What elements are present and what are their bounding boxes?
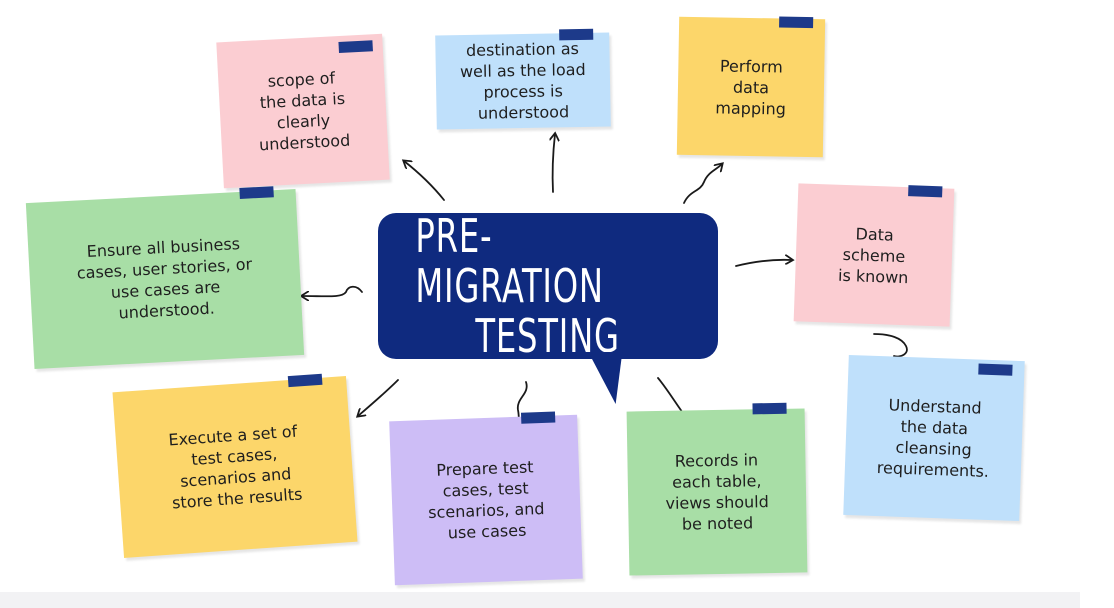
tape <box>520 411 556 424</box>
arrow-to-scope <box>404 161 445 201</box>
arrow-to-execute <box>358 379 399 416</box>
note-records-text: Records in each table, views should be n… <box>665 450 769 534</box>
arrow-to-scheme <box>735 260 792 267</box>
note-mapping: Perform data mapping <box>676 16 826 158</box>
note-destination: destination as well as the load process … <box>435 28 611 130</box>
note-scheme: Data scheme is known <box>793 183 955 327</box>
note-mapping-text: Perform data mapping <box>715 55 787 119</box>
note-scope-text: scope of the data is clearly understood <box>258 68 351 155</box>
tape <box>287 373 323 388</box>
note-records: Records in each table, views should be n… <box>626 402 808 576</box>
note-business: Ensure all business cases, user stories,… <box>25 186 305 369</box>
note-prepare-text: Prepare test cases, test scenarios, and … <box>427 457 545 543</box>
arrow-to-mapping <box>683 164 722 204</box>
note-cleansing: Understand the data cleansing requiremen… <box>843 354 1025 522</box>
note-execute: Execute a set of test cases, scenarios a… <box>112 373 358 558</box>
central-topic-line-1: PRE-MIGRATION <box>415 209 604 313</box>
note-scheme-text: Data scheme is known <box>837 223 909 287</box>
tape <box>752 402 787 415</box>
note-execute-text: Execute a set of test cases, scenarios a… <box>167 421 303 513</box>
arrow-to-business <box>302 285 363 297</box>
tape <box>239 186 274 199</box>
tape <box>908 185 943 198</box>
tape <box>559 28 594 41</box>
central-topic-bubble-tail <box>588 352 630 404</box>
note-business-text: Ensure all business cases, user stories,… <box>76 234 253 323</box>
arrow-to-destination <box>553 134 555 193</box>
central-topic-bubble: PRE-MIGRATION TESTING <box>378 209 718 363</box>
central-topic-line-2: TESTING <box>475 309 621 363</box>
note-cleansing-text: Understand the data cleansing requiremen… <box>876 395 990 481</box>
tape <box>779 16 814 29</box>
note-prepare: Prepare test cases, test scenarios, and … <box>389 411 583 586</box>
bottom-strip <box>0 592 1080 608</box>
note-destination-text: destination as well as the load process … <box>459 39 586 123</box>
tape <box>338 40 373 54</box>
tape <box>978 363 1013 376</box>
arrow-to-cleansing <box>873 333 908 358</box>
note-scope: scope of the data is clearly understood <box>216 33 390 189</box>
